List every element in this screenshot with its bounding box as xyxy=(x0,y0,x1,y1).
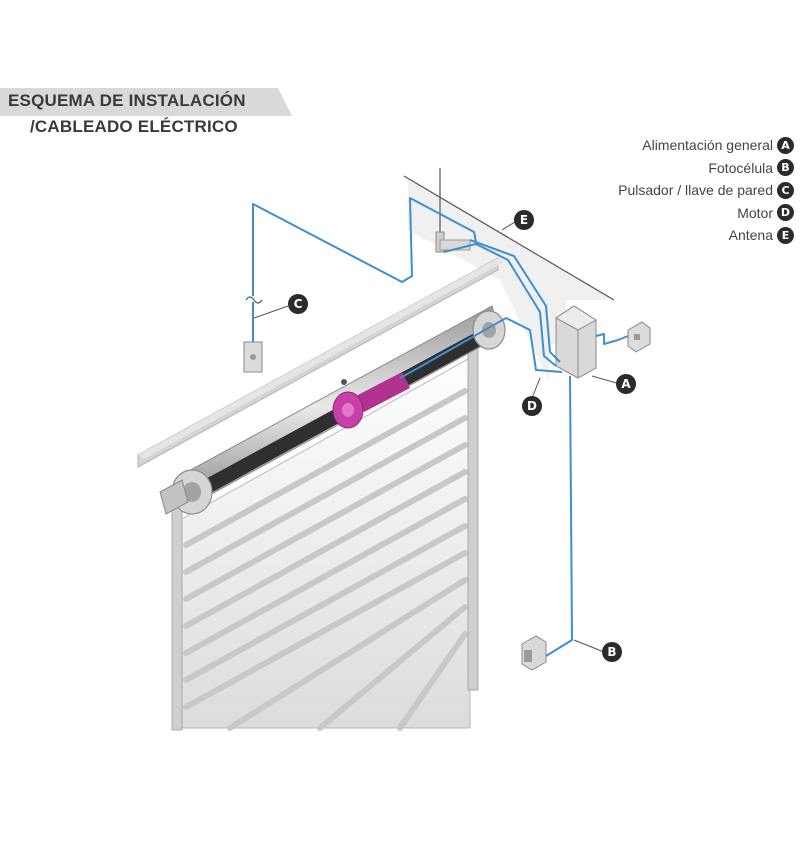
legend-label: Fotocélula xyxy=(708,159,773,176)
legend-badge: E xyxy=(777,226,794,244)
legend-badge: A xyxy=(777,136,794,154)
control-unit-icon xyxy=(555,305,597,379)
callout-a: A xyxy=(616,374,636,394)
callout-b: B xyxy=(602,642,622,662)
title-band-shape xyxy=(0,88,292,116)
wall-lintel xyxy=(137,257,504,468)
callout-e: E xyxy=(514,210,534,230)
legend-badge: D xyxy=(777,204,794,222)
callout-leaders xyxy=(253,219,621,653)
legend-item-c: Pulsador / llave de pared C xyxy=(534,179,794,202)
page-title: ESQUEMA DE INSTALACIÓN xyxy=(8,91,246,110)
legend-badge: C xyxy=(777,181,794,199)
callout-d: D xyxy=(522,396,542,416)
legend-label: Alimentación general xyxy=(642,137,773,154)
wiring xyxy=(245,197,629,657)
legend-badge: B xyxy=(777,159,794,177)
callout-c: C xyxy=(288,294,308,314)
legend-label: Antena xyxy=(728,227,773,244)
door-slats xyxy=(183,388,468,731)
legend-item-e: Antena E xyxy=(534,224,794,247)
roller-door xyxy=(159,305,506,731)
photocell-icon xyxy=(521,635,547,671)
legend-label: Motor xyxy=(737,204,773,221)
legend-item-d: Motor D xyxy=(534,202,794,225)
title-band xyxy=(0,88,292,116)
legend-item-a: Alimentación general A xyxy=(534,134,794,157)
power-socket-icon xyxy=(627,321,651,353)
motor-icon xyxy=(332,367,419,429)
legend-label: Pulsador / llave de pared xyxy=(618,182,773,199)
wall-button-icon xyxy=(243,341,263,373)
legend-item-b: Fotocélula B xyxy=(534,157,794,180)
ceiling-plane xyxy=(403,175,615,380)
page-subtitle: /CABLEADO ELÉCTRICO xyxy=(30,117,238,136)
legend: Alimentación general A Fotocélula B Puls… xyxy=(534,134,794,247)
